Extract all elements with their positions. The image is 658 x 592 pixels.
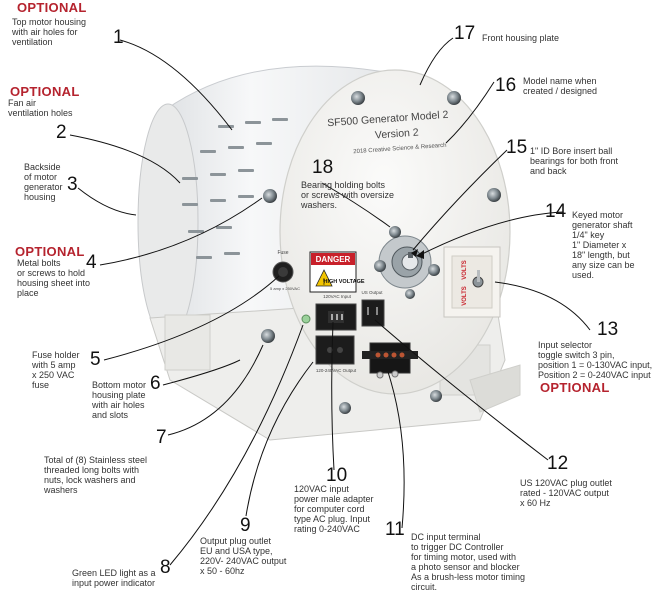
optional-tag-4: OPTIONAL <box>15 244 85 259</box>
leader-line-6 <box>162 359 241 386</box>
callout-number-18: 18 <box>312 157 334 178</box>
input-plug-tag: 120VAC Input <box>323 294 351 299</box>
callout-text-17: Front housing plate <box>482 33 560 43</box>
plate-bolt <box>339 402 351 414</box>
callout-text-11: DC input terminal to trigger DC Controll… <box>411 532 526 592</box>
callout-number-8: 8 <box>160 557 171 578</box>
callout-text-14: Keyed motor generator shaft 1/4" key 1" … <box>572 210 635 280</box>
callout-number-5: 5 <box>90 349 101 370</box>
leader-line-14 <box>417 211 564 257</box>
callout-text-8: Green LED light as a input power indicat… <box>72 568 156 588</box>
leader-line-2 <box>69 134 181 184</box>
hazard-triangle-icon <box>315 269 333 287</box>
bearing-bolt <box>374 260 386 272</box>
plate-bolt <box>447 91 461 105</box>
ventilation-holes <box>182 118 288 259</box>
leader-line-17 <box>419 37 454 86</box>
callout-number-7: 7 <box>156 427 167 448</box>
us-plug-outlet <box>361 299 385 327</box>
leader-line-9 <box>245 361 314 517</box>
plate-version-text: Version 2 <box>375 126 420 141</box>
leader-line-5 <box>103 275 280 361</box>
plate-bolt <box>263 189 277 203</box>
callout-text-1: Top motor housing with air holes for ven… <box>12 17 87 47</box>
leader-line-12 <box>374 319 549 461</box>
callout-number-2: 2 <box>56 122 67 143</box>
callout-text-9: Output plug outlet EU and USA type, 220V… <box>200 536 287 576</box>
leader-line-8 <box>169 324 304 566</box>
switch-label-bottom: VOLTS <box>462 286 468 306</box>
callout-text-6: Bottom motor housing plate with air hole… <box>92 380 147 420</box>
callout-number-12: 12 <box>547 453 569 474</box>
callout-number-3: 3 <box>67 174 78 195</box>
green-led-indicator <box>301 314 311 324</box>
callout-number-6: 6 <box>150 373 161 394</box>
leader-line-13 <box>494 281 591 331</box>
base-foot-left <box>164 314 211 371</box>
plate-bolt <box>261 329 275 343</box>
callout-number-15: 15 <box>506 137 528 158</box>
fuse-rating-tag: 5 amp x 250VAC <box>270 286 300 291</box>
output-plug-tag: 120-240VAC Output <box>316 368 357 373</box>
callout-text-3: Backside of motor generator housing <box>24 162 63 202</box>
us-outlet-tag: US Output <box>361 290 383 295</box>
arrowhead-14 <box>416 250 424 259</box>
callout-number-1: 1 <box>113 27 124 48</box>
danger-sign-word: DANGER <box>316 255 351 264</box>
danger-sign-text: HIGH VOLTAGE <box>323 279 364 285</box>
leader-line-18 <box>321 182 391 228</box>
plate-bolt <box>487 188 501 202</box>
callout-number-14: 14 <box>545 201 567 222</box>
leader-line-10 <box>331 321 335 471</box>
callout-text-10: 120VAC input power male adapter for comp… <box>294 484 374 534</box>
callout-text-7: Total of (8) Stainless steel threaded lo… <box>44 455 148 495</box>
svg-text:!: ! <box>323 278 326 287</box>
optional-tag-1: OPTIONAL <box>17 0 87 15</box>
callout-text-12: US 120VAC plug outlet rated - 120VAC out… <box>520 478 612 508</box>
fuse-tag: Fuse <box>277 250 288 256</box>
callout-number-16: 16 <box>495 75 517 96</box>
optional-tag-2: OPTIONAL <box>10 84 80 99</box>
callout-number-10: 10 <box>326 465 348 486</box>
callout-number-17: 17 <box>454 23 476 44</box>
callout-number-4: 4 <box>86 252 97 273</box>
callout-number-11: 11 <box>385 519 405 540</box>
plate-bolt <box>430 390 442 402</box>
switch-label-top: VOLTS <box>462 260 468 280</box>
callout-text-13: Input selector toggle switch 3 pin, posi… <box>538 340 653 380</box>
leader-line-15 <box>412 149 508 251</box>
callout-text-18: Bearing holding bolts or screws with ove… <box>301 180 395 210</box>
plate-bolt <box>351 91 365 105</box>
bearing-bolt <box>428 264 440 276</box>
leader-line-7 <box>167 344 264 436</box>
back-housing-plate <box>137 103 199 341</box>
callout-number-13: 13 <box>597 319 619 340</box>
leader-line-3 <box>77 187 137 216</box>
callout-text-5: Fuse holder with 5 amp x 250 VAC fuse <box>32 350 80 390</box>
callout-text-4: Metal bolts or screws to hold housing sh… <box>17 258 91 298</box>
callout-text-2: Fan air ventilation holes <box>8 98 73 118</box>
leader-line-4 <box>99 197 263 266</box>
leader-line-11 <box>387 371 405 529</box>
leader-line-1 <box>119 39 233 131</box>
leader-lines <box>69 37 591 566</box>
callout-text-16: Model name when created / designed <box>523 76 598 96</box>
callout-text-15: 1" ID Bore insert ball bearings for both… <box>530 146 619 176</box>
output-plug-outlet <box>315 335 355 365</box>
shaft-key <box>408 252 413 258</box>
bearing-bolt <box>389 226 401 238</box>
callout-number-9: 9 <box>240 515 251 536</box>
arrowhead-15 <box>411 249 418 257</box>
leader-line-16 <box>445 81 495 144</box>
bearing-bolt <box>405 289 415 299</box>
optional-tag-13: OPTIONAL <box>540 380 610 395</box>
